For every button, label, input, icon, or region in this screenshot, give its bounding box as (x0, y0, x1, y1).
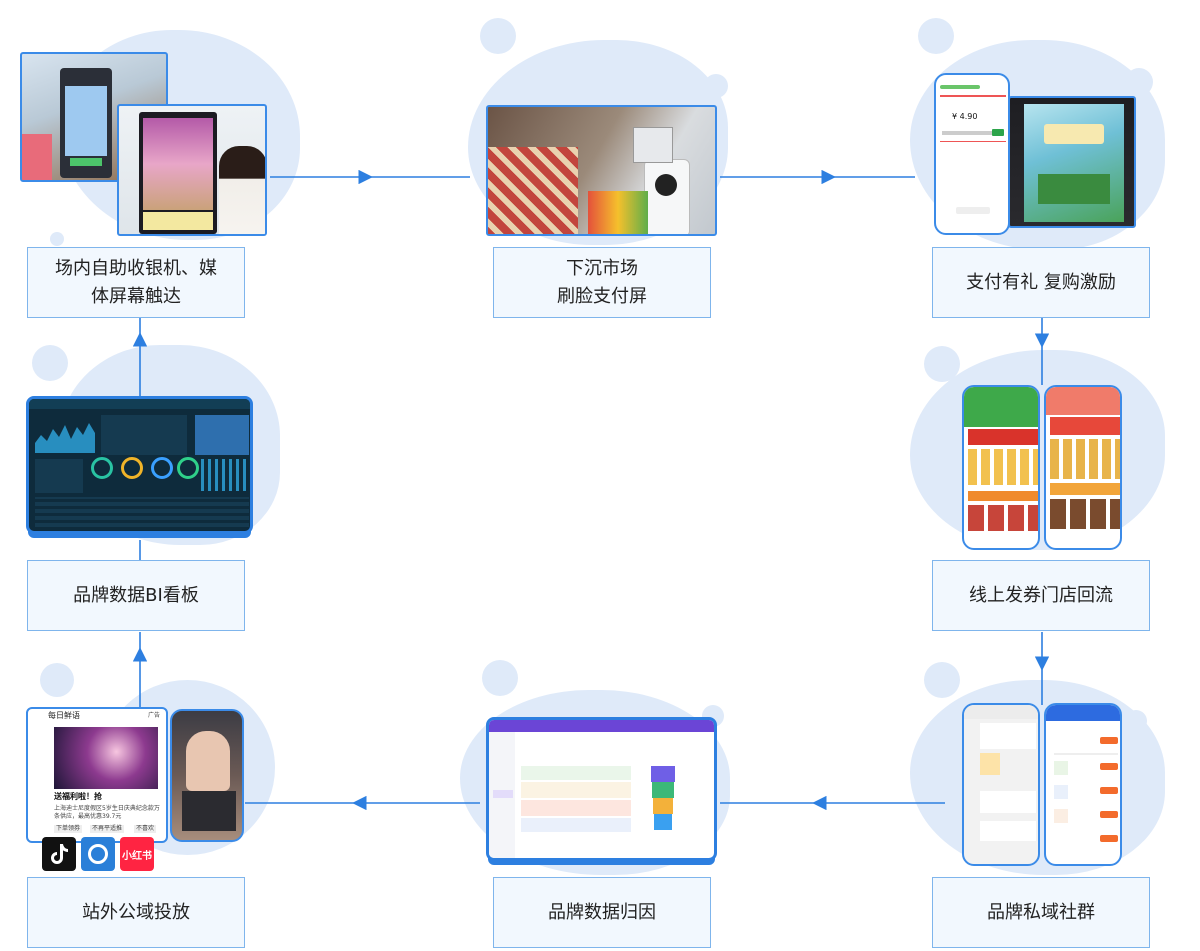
coupon-claim-button[interactable] (1100, 835, 1118, 842)
pay-amount: ¥ 4.90 (952, 112, 978, 121)
coupon-claim-button[interactable] (1100, 763, 1118, 770)
shopper (219, 146, 265, 234)
bi-gauge (177, 457, 199, 479)
bi-area-chart (35, 423, 95, 453)
dot (1125, 398, 1151, 424)
coupon-claim-button[interactable] (1100, 787, 1118, 794)
ad-action-button[interactable]: 不喜欢 (134, 825, 157, 833)
ad-card: 每日鲜语 广告 送福利啦！抢 上海迪士尼度假区5岁生日庆典纪念款万条供应，最高优… (26, 707, 168, 843)
step-label-offsite: 站外公域投放 (27, 877, 245, 948)
group-chat-phone (962, 703, 1040, 866)
step-label-line: 品牌数据BI看板 (73, 584, 199, 606)
claim-button[interactable] (992, 129, 1004, 136)
dot (32, 345, 68, 381)
media-screen (139, 112, 217, 234)
step-label-coupon: 线上发券门店回流 (932, 560, 1150, 631)
bi-gauge (151, 457, 173, 479)
face-pay-device (644, 159, 690, 234)
bi-gauge (91, 457, 113, 479)
step-label-line: 品牌私域社群 (987, 901, 1095, 923)
coupon-phone-left (962, 385, 1040, 550)
dot (238, 68, 260, 90)
dot (40, 663, 74, 697)
done-button[interactable] (956, 207, 990, 214)
ad-tag: 广告 (147, 712, 160, 719)
short-video-phone (170, 709, 244, 842)
step-label-line: 下沉市场 (566, 257, 638, 279)
step-label-line: 品牌数据归因 (548, 901, 656, 923)
step-label-bi: 品牌数据BI看板 (27, 560, 245, 631)
promo-display-photo (1008, 96, 1136, 228)
douyin-icon (42, 837, 76, 871)
dot (1125, 68, 1153, 96)
kiosk-photo-back (20, 52, 168, 182)
step-label-payreward: 支付有礼 复购激励 (932, 247, 1150, 318)
coupon-claim-button[interactable] (1100, 811, 1118, 818)
step-label-kiosk: 场内自助收银机、媒 体屏幕触达 (27, 247, 245, 318)
ad-headline: 送福利啦！抢 (54, 792, 102, 801)
ad-action-button[interactable]: 不再平适推 (90, 825, 125, 833)
cashier (488, 147, 578, 234)
coupon-phone-right (1044, 385, 1122, 550)
bi-gauge (121, 457, 143, 479)
step-label-line: 站外公域投放 (82, 901, 190, 923)
kuaishou-icon (81, 837, 115, 871)
kiosk-device (60, 68, 112, 178)
funnel-chart (651, 766, 675, 832)
step-label-line: 线上发券门店回流 (969, 584, 1113, 606)
dot (704, 74, 728, 98)
step-label-line: 支付有礼 复购激励 (966, 271, 1116, 293)
step-label-attribution: 品牌数据归因 (493, 877, 711, 948)
dot (1125, 710, 1147, 732)
step-label-line: 场内自助收银机、媒 (55, 257, 217, 279)
step-label-faceplate: 下沉市场 刷脸支付屏 (493, 247, 711, 318)
step-label-line: 体屏幕触达 (91, 285, 181, 307)
ad-action-button[interactable]: 下单领券 (54, 825, 83, 833)
ad-body: 上海迪士尼度假区5岁生日庆典纪念款万条供应，最高优惠39.7元 (54, 805, 160, 820)
ad-brand: 每日鲜语 (48, 711, 80, 720)
dot (924, 346, 960, 382)
dot (482, 660, 518, 696)
ad-image (54, 727, 158, 789)
coupon-claim-button[interactable] (1100, 737, 1118, 744)
dot (50, 232, 64, 246)
bi-header (29, 399, 250, 409)
coupon-list-phone (1044, 703, 1122, 866)
step-label-community: 品牌私域社群 (932, 877, 1150, 948)
dot (924, 662, 960, 698)
step-label-line: 刷脸支付屏 (557, 285, 647, 307)
dot (918, 18, 954, 54)
attribution-tablet (486, 717, 717, 861)
pay-success-phone: ¥ 4.90 (934, 73, 1010, 235)
kiosk-photo-front (117, 104, 267, 236)
dot (480, 18, 516, 54)
faceplate-photo (486, 105, 717, 236)
xiaohongshu-icon: 小红书 (120, 837, 154, 871)
bi-dashboard-tablet (26, 396, 253, 534)
xiaohongshu-label: 小红书 (122, 850, 152, 862)
